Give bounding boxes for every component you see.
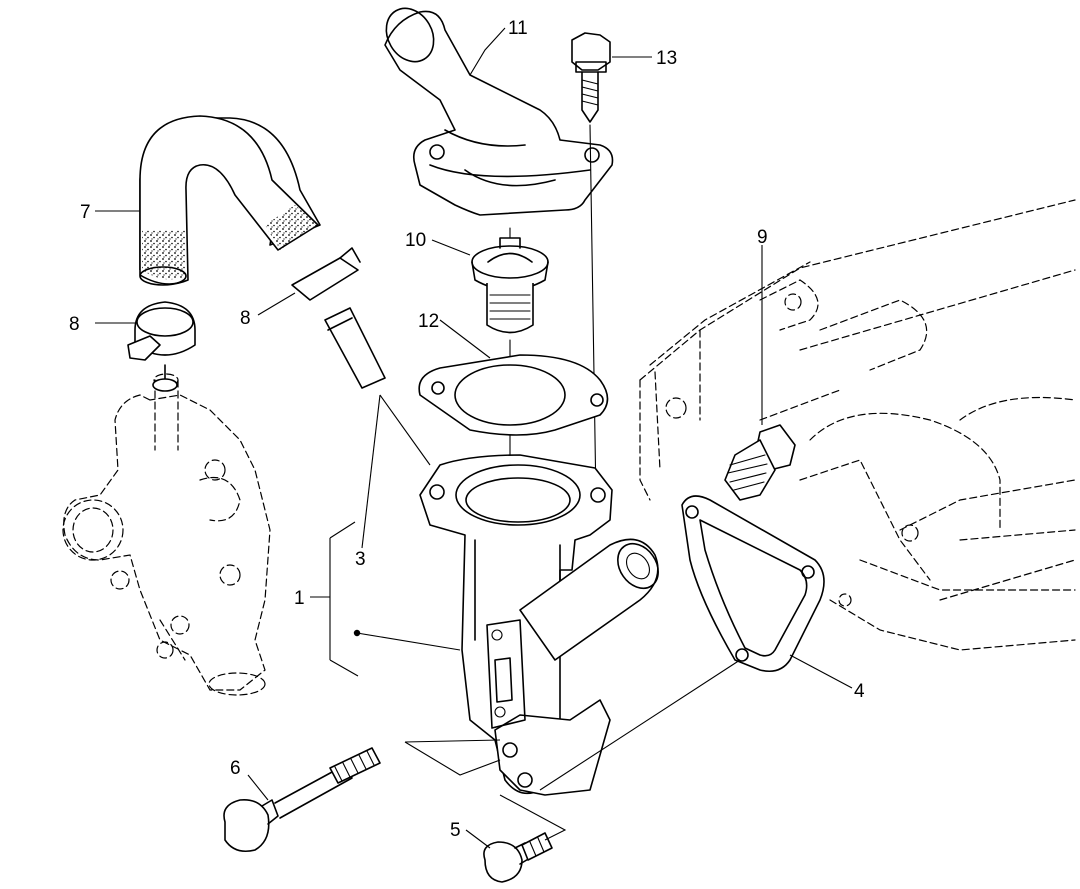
callout-3: 3 — [355, 549, 366, 570]
hose-clamp-lower — [127, 301, 196, 392]
hose-clamp-upper — [291, 247, 361, 301]
callout-labels: 11 13 10 12 9 7 8 8 3 1 4 6 5 — [69, 18, 865, 841]
callout-8-lower: 8 — [69, 314, 80, 335]
bolt-6 — [223, 747, 381, 853]
callout-13: 13 — [656, 48, 677, 69]
hose-connector-3 — [324, 307, 386, 389]
housing-assembly-dot — [353, 629, 361, 637]
thermostat-housing — [419, 454, 659, 796]
callout-10: 10 — [405, 230, 426, 251]
plug-9 — [724, 424, 796, 501]
bolt-13 — [571, 32, 611, 501]
callout-11: 11 — [508, 18, 528, 39]
gasket-12 — [418, 354, 609, 436]
leader-lines — [95, 27, 853, 849]
water-pump-outline — [62, 373, 271, 696]
gasket-4 — [681, 495, 825, 673]
bypass-hose — [139, 115, 321, 286]
outlet-elbow — [384, 7, 614, 216]
callout-7: 7 — [80, 202, 91, 223]
callout-4: 4 — [854, 681, 865, 702]
callout-9: 9 — [757, 227, 768, 248]
thermostat — [471, 227, 549, 501]
callout-6: 6 — [230, 758, 241, 779]
cylinder-head-outline — [639, 199, 1076, 651]
callout-8-upper: 8 — [240, 308, 251, 329]
callout-12: 12 — [418, 311, 439, 332]
callout-1: 1 — [294, 588, 305, 609]
callout-5: 5 — [450, 820, 461, 841]
bolt-5 — [483, 832, 553, 883]
